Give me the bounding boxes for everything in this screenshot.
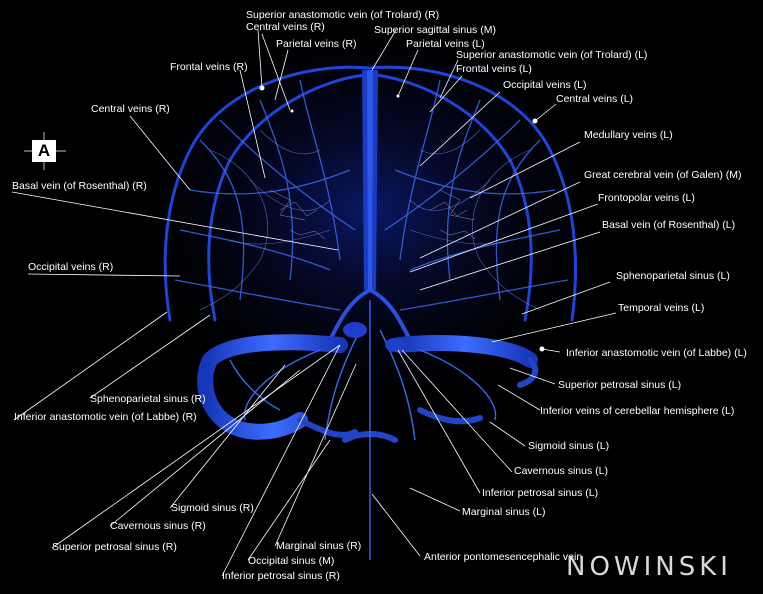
label: Occipital veins (R) xyxy=(28,261,114,273)
label: Sigmoid sinus (R) xyxy=(171,502,254,514)
label: Central veins (R) xyxy=(91,103,170,115)
label: Occipital sinus (M) xyxy=(248,555,335,567)
label: Medullary veins (L) xyxy=(584,129,673,141)
label: Temporal veins (L) xyxy=(618,302,705,314)
label: Marginal sinus (R) xyxy=(276,540,362,552)
label: Central veins (L) xyxy=(556,93,634,105)
view-marker-label: A xyxy=(32,140,56,162)
label: Superior petrosal sinus (L) xyxy=(558,379,682,391)
label: Central veins (R) xyxy=(246,21,325,33)
label: Superior sagittal sinus (M) xyxy=(374,24,496,36)
label: Occipital veins (L) xyxy=(503,79,587,91)
label: Sphenoparietal sinus (L) xyxy=(616,270,730,282)
label: Marginal sinus (L) xyxy=(462,506,546,518)
nowinski-logo: NOWINSKI xyxy=(566,552,732,582)
label: Great cerebral vein (of Galen) (M) xyxy=(584,169,742,181)
label: Anterior pontomesencephalic vein xyxy=(424,551,583,563)
label: Inferior anastomotic vein (of Labbe) (L) xyxy=(566,347,747,359)
label: Parietal veins (R) xyxy=(276,38,357,50)
label: Superior anastomotic vein (of Trolard) (… xyxy=(456,49,648,61)
label: Inferior petrosal sinus (L) xyxy=(482,487,599,499)
label: Superior anastomotic vein (of Trolard) (… xyxy=(246,9,440,21)
label: Inferior veins of cerebellar hemisphere … xyxy=(540,405,735,417)
orientation-arrows-icon xyxy=(24,132,66,170)
label: Inferior anastomotic vein (of Labbe) (R) xyxy=(14,411,197,423)
label: Frontal veins (L) xyxy=(456,63,532,75)
label: Sphenoparietal sinus (R) xyxy=(90,393,206,405)
orientation-marker: A xyxy=(22,132,66,172)
label: Cavernous sinus (R) xyxy=(110,520,206,532)
label: Parietal veins (L) xyxy=(406,38,485,50)
label: Inferior petrosal sinus (R) xyxy=(222,570,340,582)
label: Frontal veins (R) xyxy=(170,61,248,73)
label: Basal vein (of Rosenthal) (L) xyxy=(602,219,736,231)
label: Sigmoid sinus (L) xyxy=(528,440,610,452)
label: Cavernous sinus (L) xyxy=(514,465,608,477)
label: Basal vein (of Rosenthal) (R) xyxy=(12,180,147,192)
label: Superior petrosal sinus (R) xyxy=(52,541,177,553)
label: Frontopolar veins (L) xyxy=(598,192,695,204)
